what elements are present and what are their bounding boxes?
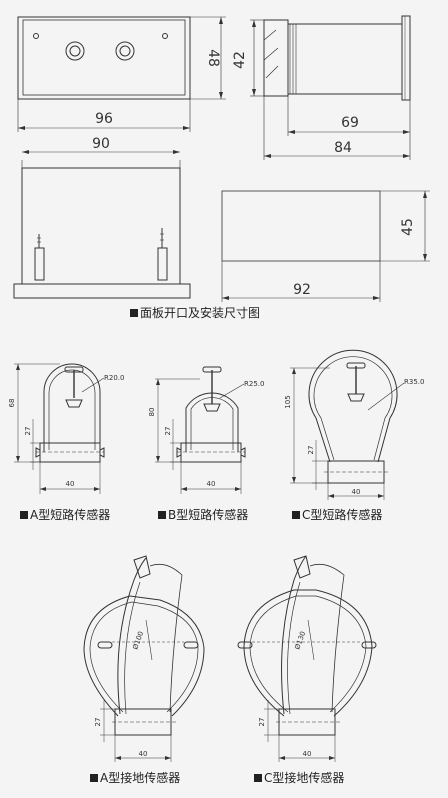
c-short-width-dim: 40 [352,488,361,496]
a-short-caption: A型短路传感器 [20,506,110,523]
a-short-width-dim: 40 [66,480,75,488]
b-short-height-dim: 80 [148,408,156,417]
b-short-width-dim: 40 [207,480,216,488]
clamp-screw [157,247,168,281]
front-height-dim: 48 [205,49,221,67]
b-short-caption: B型短路传感器 [158,506,248,523]
panel-knob [115,41,135,61]
a-short-radius-label: R20.0 [104,374,124,382]
c-short-sensor-drawing: R35.0 105 27 40 [284,349,424,500]
cutout-view: 92 45 [221,190,430,302]
clamp-screw [34,247,45,281]
a-short-base-dim: 27 [24,427,32,436]
screw-hole [33,33,39,39]
square-bullet-icon [254,774,262,782]
a-short-sensor-drawing: R20.0 68 27 40 [8,363,124,494]
top-width-dim: 90 [92,136,110,152]
square-bullet-icon [130,309,138,317]
c-short-height-dim: 105 [284,395,292,408]
c-ground-caption: C型接地传感器 [254,769,344,786]
square-bullet-icon [158,511,166,519]
front-width-dim: 96 [95,111,113,127]
c-ground-width-dim: 40 [303,750,312,758]
b-short-radius-label: R25.0 [244,380,264,388]
a-ground-caption: A型接地传感器 [90,769,180,786]
b-short-base-dim: 27 [164,427,172,436]
square-bullet-icon [20,511,28,519]
c-ground-sensor-drawing: Ø130 27 40 [237,555,377,762]
side-view: 42 69 84 [232,15,411,160]
c-ground-base-dim: 27 [258,718,266,727]
c-short-caption: C型短路传感器 [292,506,382,523]
square-bullet-icon [292,511,300,519]
cutout-width-dim: 92 [293,282,311,298]
cutout-height-dim: 45 [400,218,416,236]
b-short-sensor-drawing: R25.0 80 27 40 [148,366,264,494]
side-total-depth-dim: 84 [334,140,352,156]
c-short-base-dim: 27 [307,446,315,455]
a-ground-sensor-drawing: Ø100 27 40 [83,555,205,762]
side-body-depth-dim: 69 [341,115,359,131]
side-height-dim: 42 [232,51,248,69]
panel-knob [65,41,85,61]
a-short-height-dim: 68 [8,399,16,408]
square-bullet-icon [90,774,98,782]
a-ground-width-dim: 40 [139,750,148,758]
a-ground-base-dim: 27 [94,718,102,727]
a-ground-diameter-label: Ø100 [131,630,145,650]
front-panel-view: 96 48 [17,16,226,132]
c-short-radius-label: R35.0 [404,378,424,386]
panel-top-view: 90 [13,136,191,299]
cutout-caption: 面板开口及安装尺寸图 [130,304,260,321]
c-ground-diameter-label: Ø130 [293,630,307,650]
screw-hole [162,33,168,39]
